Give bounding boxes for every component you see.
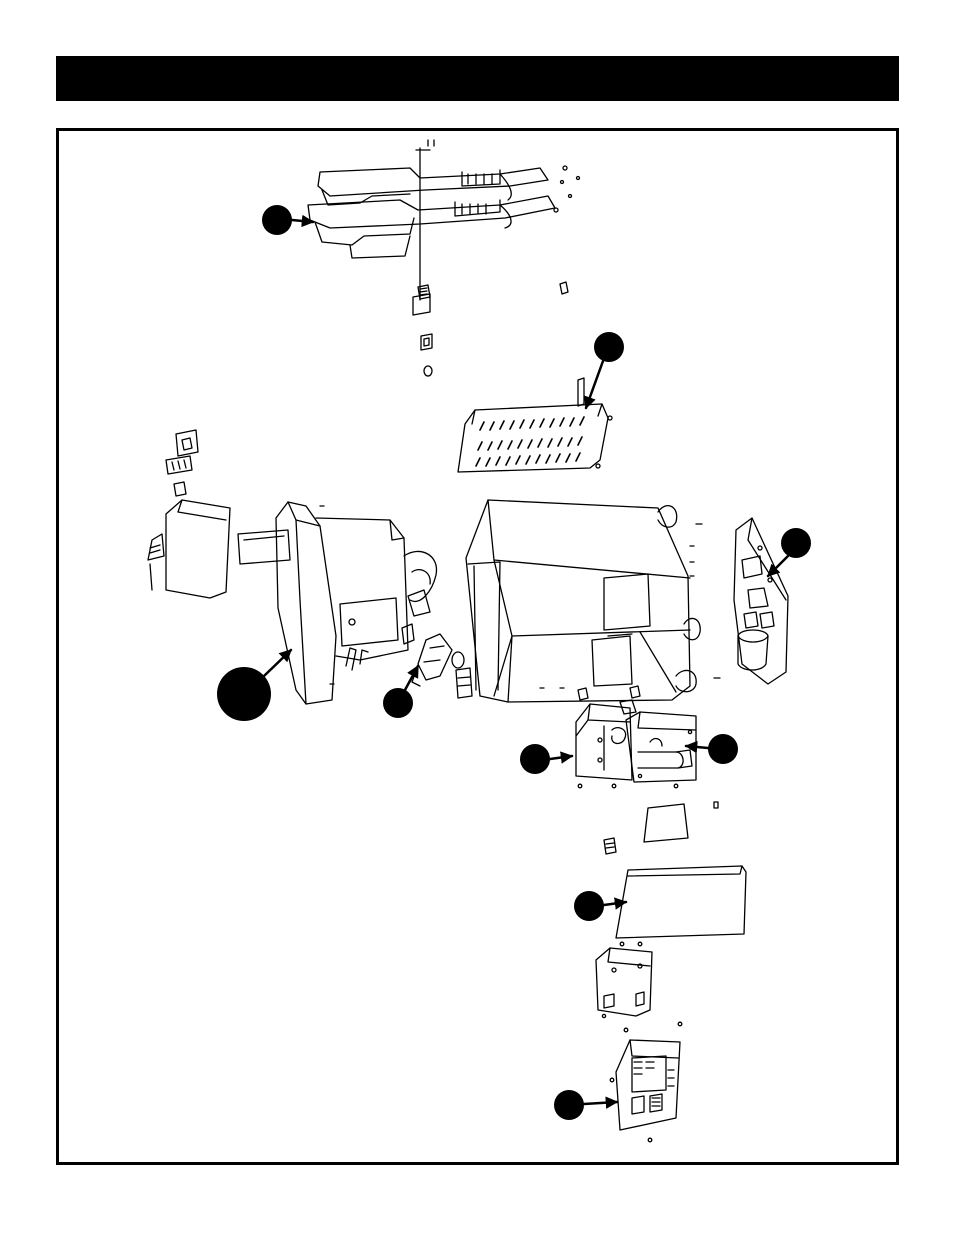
main-cabinet bbox=[466, 500, 720, 702]
small-plate bbox=[604, 802, 718, 854]
mounting-bracket bbox=[596, 942, 682, 1032]
fitting-assembly bbox=[412, 634, 472, 698]
callout-front-housing bbox=[217, 650, 291, 721]
top-cover-slotted bbox=[458, 378, 612, 472]
front-housing-assembly bbox=[166, 500, 437, 704]
callout-bottom-panel bbox=[574, 891, 626, 921]
callout-right-box bbox=[686, 734, 738, 764]
bottom-panel bbox=[616, 866, 746, 938]
callout-control-panel bbox=[554, 1090, 617, 1120]
callout-upper-arms bbox=[262, 205, 313, 235]
left-small-parts bbox=[148, 430, 198, 590]
small-parts-column bbox=[413, 282, 568, 376]
side-board bbox=[734, 518, 788, 684]
callout-side-board bbox=[768, 528, 811, 576]
upper-arm-assembly bbox=[308, 140, 580, 300]
callout-fitting bbox=[383, 666, 418, 718]
callout-top-cover bbox=[586, 332, 624, 408]
callout-left-box bbox=[520, 744, 572, 774]
control-panel bbox=[610, 1040, 680, 1142]
